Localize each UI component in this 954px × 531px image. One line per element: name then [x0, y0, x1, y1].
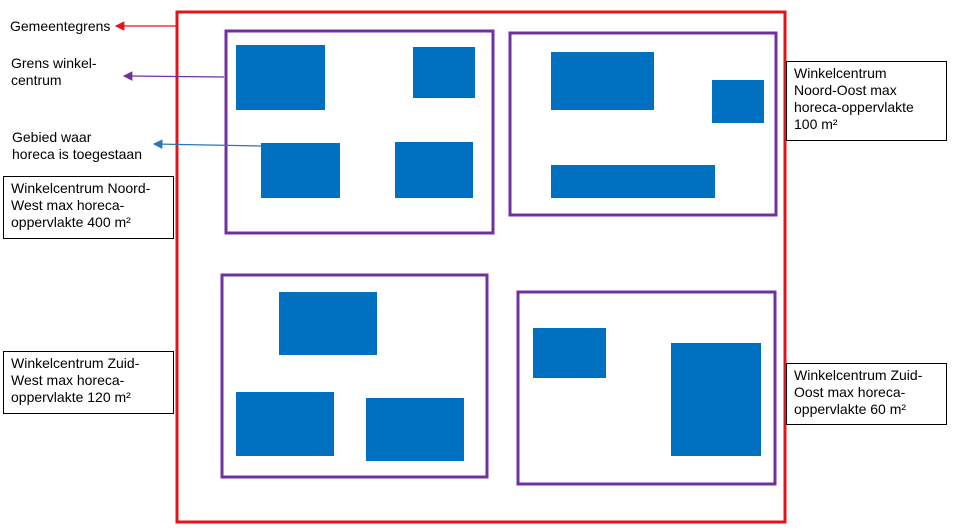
horeca-area	[366, 398, 464, 461]
info-box-south-west: Winkelcentrum Zuid- West max horeca- opp…	[3, 351, 174, 414]
horeca-area	[551, 52, 654, 110]
center-boundary-south-east	[516, 290, 777, 486]
arrow-horeca-area	[152, 139, 263, 149]
horeca-area	[279, 292, 377, 355]
horeca-area	[413, 47, 475, 98]
info-box-south-east: Winkelcentrum Zuid- Oost max horeca- opp…	[786, 363, 947, 425]
info-box-north-west: Winkelcentrum Noord- West max horeca- op…	[3, 176, 174, 239]
horeca-area	[236, 45, 325, 110]
horeca-area	[261, 143, 340, 198]
horeca-area	[533, 328, 606, 378]
horeca-area	[236, 392, 334, 456]
center-boundary-south-west	[220, 273, 489, 479]
horeca-area	[395, 142, 473, 198]
center-boundary-north-east	[508, 31, 778, 217]
center-boundary-north-west	[224, 29, 495, 235]
legend-municipality: Gemeentegrens	[10, 18, 111, 34]
horeca-area	[712, 80, 764, 123]
horeca-area	[671, 343, 761, 456]
municipality-boundary	[175, 10, 787, 524]
horeca-area	[551, 165, 715, 198]
legend-horeca-area: Gebied waar horeca is toegestaan	[12, 129, 142, 162]
arrow-center-boundary	[122, 71, 225, 81]
legend-center-boundary: Grens winkel- centrum	[11, 55, 97, 88]
info-box-north-east: Winkelcentrum Noord-Oost max horeca-oppe…	[786, 61, 947, 141]
